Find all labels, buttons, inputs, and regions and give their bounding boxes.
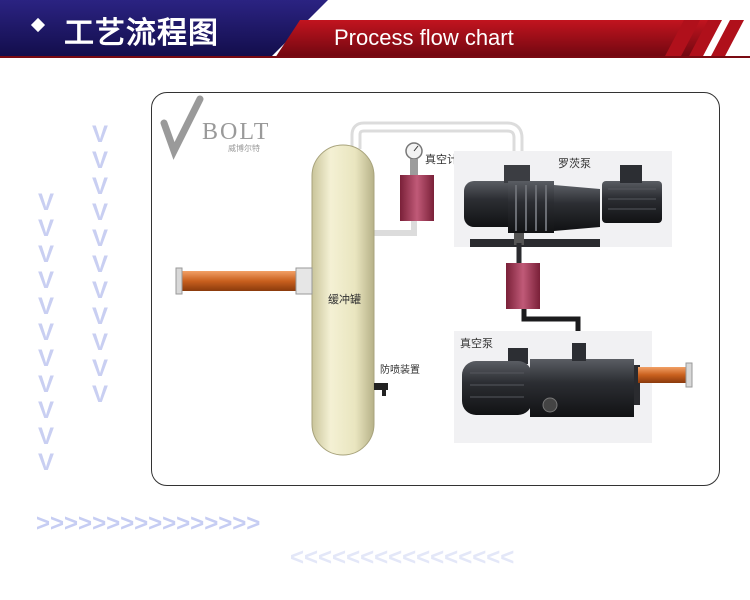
roots-pump-inlet (504, 165, 530, 183)
decor-v: V (38, 397, 55, 424)
decor-v: V (92, 355, 109, 382)
decor-v: V (38, 423, 55, 450)
decor-v: V (38, 189, 55, 216)
process-diagram: BOLT 威博尔特 缓冲罐 真空计 罗茨泵 (160, 95, 693, 456)
decor-v: V (92, 277, 109, 304)
inlet-flange-right (295, 267, 313, 295)
decor-v: V (38, 319, 55, 346)
logo-brand: BOLT (202, 119, 270, 145)
decor-arrows-right: >>>>>>>>>>>>>>>> (36, 510, 261, 537)
decor-v: V (38, 293, 55, 320)
header-banner: 工艺流程图 Process flow chart (0, 0, 750, 58)
vacuum-pump-terminal-box (508, 348, 528, 364)
inlet-flange-left (175, 267, 183, 295)
decor-v: V (38, 267, 55, 294)
decor-v: V (92, 199, 109, 226)
outlet-pipe (638, 367, 688, 383)
logo-subtitle: 威博尔特 (228, 143, 260, 153)
vacuum-line-top-highlight (353, 124, 521, 165)
logo-check-mark (160, 95, 204, 160)
roots-pump (464, 165, 662, 247)
decor-v: V (92, 251, 109, 278)
vacuum-pump-motor (462, 361, 532, 415)
roots-pump-base (470, 239, 600, 247)
company-logo: BOLT 威博尔特 (160, 95, 270, 160)
inlet-pipe (178, 271, 296, 291)
outlet-flange (685, 362, 693, 388)
decor-v: V (92, 329, 109, 356)
anti-spray-device-icon (374, 383, 388, 390)
decor-v: V (38, 215, 55, 242)
decor-v-column-left: V V V V V V V V V V V (38, 190, 54, 476)
decor-v: V (92, 173, 109, 200)
roots-pump-rotor-case (508, 181, 554, 233)
header-background (0, 0, 750, 58)
process-diagram-panel: BOLT 威博尔特 缓冲罐 真空计 罗茨泵 (151, 92, 720, 486)
gauge-line (374, 219, 417, 236)
page-title-en: Process flow chart (334, 25, 514, 50)
page-title-cn: 工艺流程图 (64, 16, 219, 51)
decor-arrows-left: <<<<<<<<<<<<<<<< (290, 544, 515, 571)
filter-to-pump-line (521, 309, 581, 335)
roots-pump-terminal-box (620, 165, 642, 183)
decor-v: V (92, 121, 109, 148)
decor-v: V (38, 241, 55, 268)
buffer-tank-label: 缓冲罐 (328, 292, 361, 306)
decor-v: V (38, 345, 55, 372)
pump-filter (506, 263, 540, 309)
decor-v: V (92, 303, 109, 330)
decor-v: V (92, 147, 109, 174)
decor-v: V (92, 381, 109, 408)
decor-v: V (38, 449, 55, 476)
gauge-filter (400, 175, 434, 221)
roots-pump-label: 罗茨泵 (558, 156, 591, 170)
decor-v: V (38, 371, 55, 398)
roots-pump-housing-left (464, 181, 518, 227)
decor-v: V (92, 225, 109, 252)
roots-pump-motor (602, 181, 662, 223)
vacuum-pump (462, 343, 640, 417)
anti-spray-label: 防喷装置 (380, 363, 420, 376)
vacuum-gauge-label: 真空计 (425, 152, 458, 166)
roots-pump-gearbox (554, 185, 600, 231)
vacuum-pump-label: 真空泵 (460, 336, 493, 350)
buffer-tank (311, 144, 375, 456)
vacuum-gauge-stem (410, 159, 418, 175)
decor-v-column-right: V V V V V V V V V V V (92, 122, 108, 408)
